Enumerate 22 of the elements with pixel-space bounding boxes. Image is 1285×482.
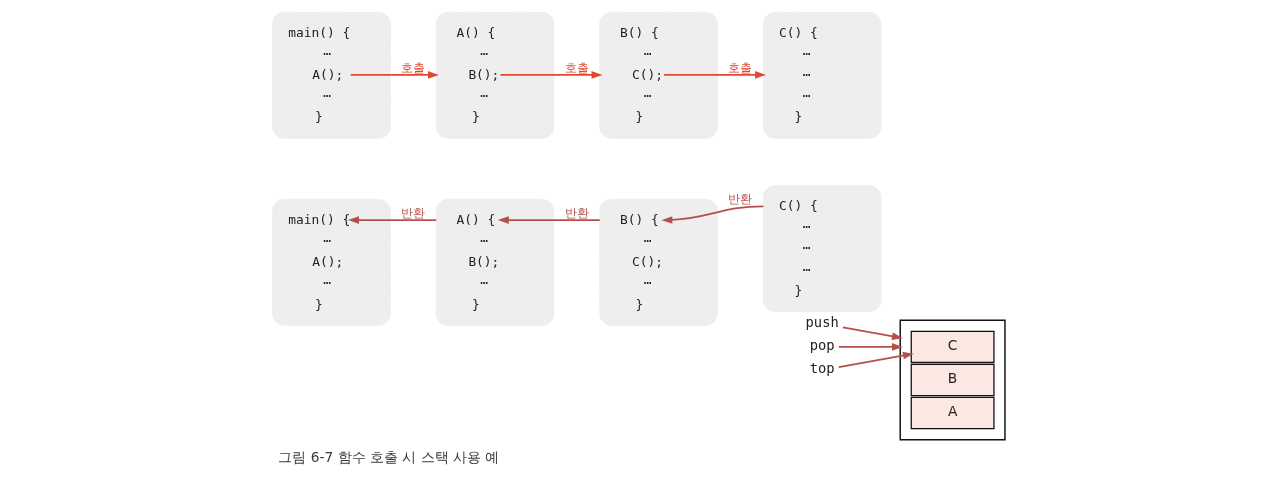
- arrow: [837, 343, 903, 351]
- edge-label: 호출: [564, 60, 589, 75]
- node-box: A: [910, 396, 995, 430]
- edge-label: 호출: [728, 60, 753, 75]
- node-text: push: [805, 314, 839, 331]
- arrow: [349, 71, 439, 79]
- caption: 그림 6-7 함수 호출 시 스택 사용 예: [278, 448, 500, 465]
- arrow: [663, 71, 766, 79]
- node-box: C: [910, 330, 995, 364]
- arrow: [842, 326, 903, 340]
- arrow: [497, 216, 601, 224]
- edge-label: 반환: [401, 205, 426, 220]
- edge-label: 반환: [728, 192, 753, 207]
- arrow: [499, 71, 603, 79]
- arrow: [661, 205, 765, 224]
- node-text: pop: [809, 337, 835, 354]
- edge-label: 반환: [564, 205, 589, 220]
- arrow: [348, 216, 438, 224]
- edge-label: 호출: [401, 60, 426, 75]
- node-text: top: [809, 360, 835, 377]
- node-box: B: [910, 363, 995, 397]
- arrow: [837, 351, 914, 368]
